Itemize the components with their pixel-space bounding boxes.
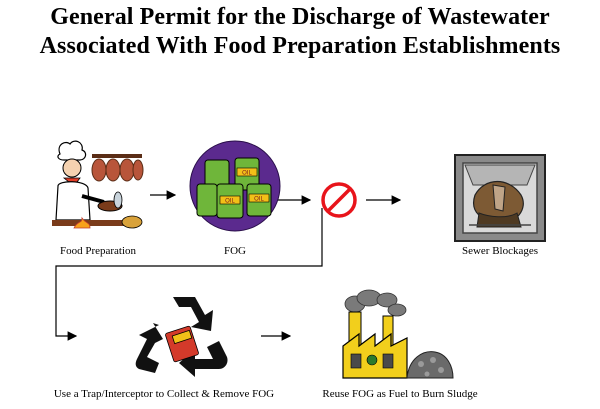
label-food-preparation: Food Preparation [59, 245, 137, 257]
label-trap-interceptor: Use a Trap/Interceptor to Collect & Remo… [53, 388, 275, 400]
label-reuse-fog: Reuse FOG as Fuel to Burn Sludge [322, 388, 478, 400]
fog-barrels-icon: OIL OIL OIL [189, 140, 281, 232]
factory-icon [342, 289, 454, 379]
barrel-label-3: OIL [254, 197, 264, 203]
page-title-line-1: General Permit for the Discharge of Wast… [50, 4, 550, 30]
page-title-line-2: Associated With Food Preparation Establi… [39, 33, 561, 59]
barrel-label-2: OIL [225, 199, 235, 205]
chef-icon [52, 140, 144, 229]
label-fog: FOG [223, 245, 246, 257]
sewer-blockage-icon [454, 154, 546, 242]
barrel-label-1: OIL [242, 171, 252, 177]
arrow-fog-down-to-trap [55, 208, 323, 341]
label-sewer-blockages: Sewer Blockages [461, 245, 539, 257]
recycle-icon [135, 297, 228, 377]
prohibited-icon [321, 182, 357, 218]
